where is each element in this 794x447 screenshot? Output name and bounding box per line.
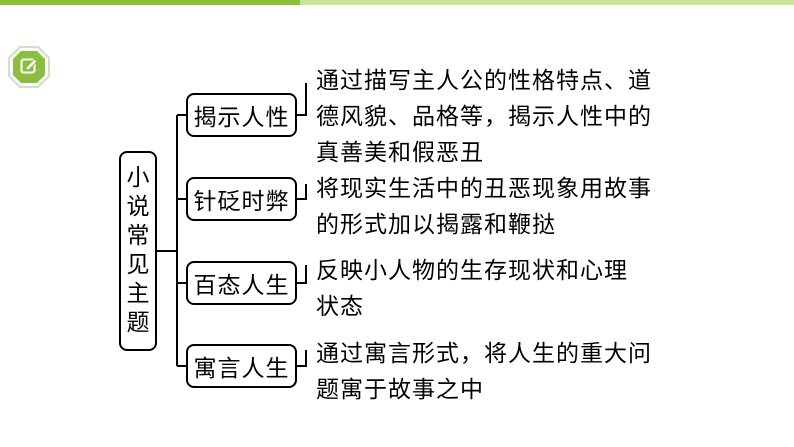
root-char: 小 [126,165,150,191]
description-line: 德风貌、品格等，揭示人性中的 [316,104,652,130]
theme-node-3: 百态人生 [186,261,297,305]
description-line: 将现实生活中的丑恶现象用故事 [316,176,652,202]
description-line: 反映小人物的生存现状和心理 [316,258,628,284]
description-line: 通过寓言形式，将人生的重大问 [316,341,652,367]
theme-node-2: 针砭时弊 [186,177,297,221]
root-char: 说 [126,194,150,220]
theme-description-2: 将现实生活中的丑恶现象用故事 的形式加以揭露和鞭挞 [316,171,681,243]
theme-node-4: 寓言人生 [186,344,297,388]
accent-bar-segment-light [300,0,794,5]
desc-bracket-1 [297,83,307,116]
accent-bar-segment-dark [0,0,300,5]
root-char: 常 [126,223,150,249]
root-char: 主 [126,281,150,307]
description-line: 通过描写主人公的性格特点、道 [316,68,652,94]
theme-description-3: 反映小人物的生存现状和心理 状态 [316,253,681,325]
desc-bracket-3 [297,265,307,284]
theme-description-1: 通过描写主人公的性格特点、道 德风貌、品格等，揭示人性中的 真善美和假恶丑 [316,63,681,171]
edit-icon [8,46,50,88]
root-node: 小 说 常 见 主 题 [119,151,157,351]
description-line: 状态 [316,294,364,320]
desc-bracket-4 [297,350,307,367]
description-line: 真善美和假恶丑 [316,140,484,166]
theme-node-1: 揭示人性 [186,93,297,137]
desc-bracket-2 [297,184,307,200]
root-char: 题 [126,310,150,336]
description-line: 题寓于故事之中 [316,377,484,403]
description-line: 的形式加以揭露和鞭挞 [316,212,556,238]
root-char: 见 [126,252,150,278]
top-accent-bar [0,0,794,8]
theme-description-4: 通过寓言形式，将人生的重大问 题寓于故事之中 [316,336,681,408]
